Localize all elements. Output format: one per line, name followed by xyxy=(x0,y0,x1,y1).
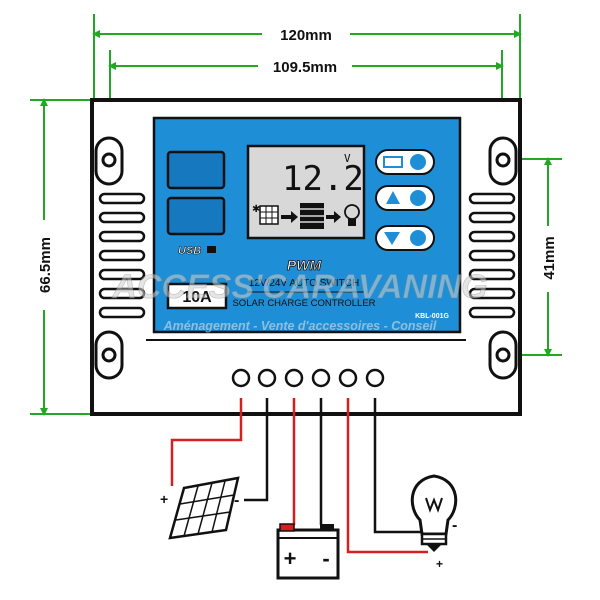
load-negative-label: - xyxy=(452,517,457,534)
dimension-overall-width: 120mm xyxy=(92,14,522,100)
wire-load-positive xyxy=(346,398,428,554)
overall-width-label: 120mm xyxy=(280,27,332,44)
usb-port-1 xyxy=(166,150,226,190)
terminal-block xyxy=(231,368,385,388)
terminal-battery-positive xyxy=(284,368,304,388)
watermark-title: ACCESS'CARAVANING xyxy=(111,268,487,306)
lcd-voltage: 12.2 xyxy=(282,159,364,199)
lcd-display: 12.2 V ✱ xyxy=(246,144,366,240)
hole-height-label: 41mm xyxy=(541,236,558,279)
lcd-solar-panel-icon: ✱ xyxy=(252,204,279,225)
usb-label: USB xyxy=(178,245,201,257)
lcd-unit: V xyxy=(344,152,351,165)
up-button[interactable] xyxy=(375,185,435,211)
wiring xyxy=(170,398,428,554)
auto-switch-label: 12V/24V AUTO SWITCH xyxy=(249,278,359,289)
lcd-bulb-icon xyxy=(344,204,360,226)
up-arrow-icon xyxy=(386,191,400,204)
lcd-battery-icon xyxy=(300,203,324,229)
menu-battery-icon xyxy=(383,156,403,168)
product-name-label: SOLAR CHARGE CONTROLLER xyxy=(232,298,375,309)
mounting-hole-top-left xyxy=(94,136,124,186)
front-panel: USB 12.2 V ✱ xyxy=(152,116,462,334)
usb-icon: USB xyxy=(178,245,216,257)
lcd-arrow-icon xyxy=(281,211,298,223)
watermark-subtitle: Aménagement - Vente d'accessoires - Cons… xyxy=(163,319,437,333)
watermark: ACCESS'CARAVANING Aménagement - Vente d'… xyxy=(111,268,488,333)
battery-negative-label: - xyxy=(322,546,329,571)
light-bulb-icon: - + xyxy=(410,474,457,571)
wire-solar-positive xyxy=(170,398,243,486)
overall-height-label: 66.5mm xyxy=(37,237,54,293)
solar-positive-label: + xyxy=(160,491,168,507)
solar-panel-icon: + - xyxy=(160,476,240,540)
lcd-arrow-icon-2 xyxy=(326,211,341,223)
solar-negative-label: - xyxy=(234,492,239,509)
load-positive-label: + xyxy=(436,557,443,571)
current-rating-badge: 10A xyxy=(166,282,228,310)
battery-positive-label: + xyxy=(284,546,297,571)
terminal-battery-negative xyxy=(311,368,331,388)
svg-text:✱: ✱ xyxy=(252,204,260,215)
terminal-solar-negative xyxy=(257,368,277,388)
brand-label: PWM xyxy=(287,257,322,273)
model-label: KBL-001G xyxy=(415,313,449,320)
vent-slots-right xyxy=(468,192,516,319)
wire-solar-negative xyxy=(244,398,269,502)
hole-width-label: 109.5mm xyxy=(273,59,337,76)
down-arrow-icon xyxy=(384,232,400,245)
mounting-hole-top-right xyxy=(488,136,518,186)
terminal-load-positive xyxy=(338,368,358,388)
usb-port-2 xyxy=(166,196,226,236)
wire-load-negative xyxy=(373,398,424,534)
terminal-load-negative xyxy=(365,368,385,388)
mounting-hole-bottom-right xyxy=(488,330,518,380)
down-button[interactable] xyxy=(375,225,435,251)
current-rating-label: 10A xyxy=(182,289,212,306)
menu-button[interactable] xyxy=(375,149,435,175)
dimension-overall-height: 66.5mm xyxy=(30,98,92,416)
battery-icon: + - xyxy=(276,523,340,580)
vent-slots-left xyxy=(98,192,146,319)
dimension-hole-width: 109.5mm xyxy=(108,50,504,130)
mounting-hole-bottom-left xyxy=(94,330,124,380)
terminal-solar-positive xyxy=(231,368,251,388)
